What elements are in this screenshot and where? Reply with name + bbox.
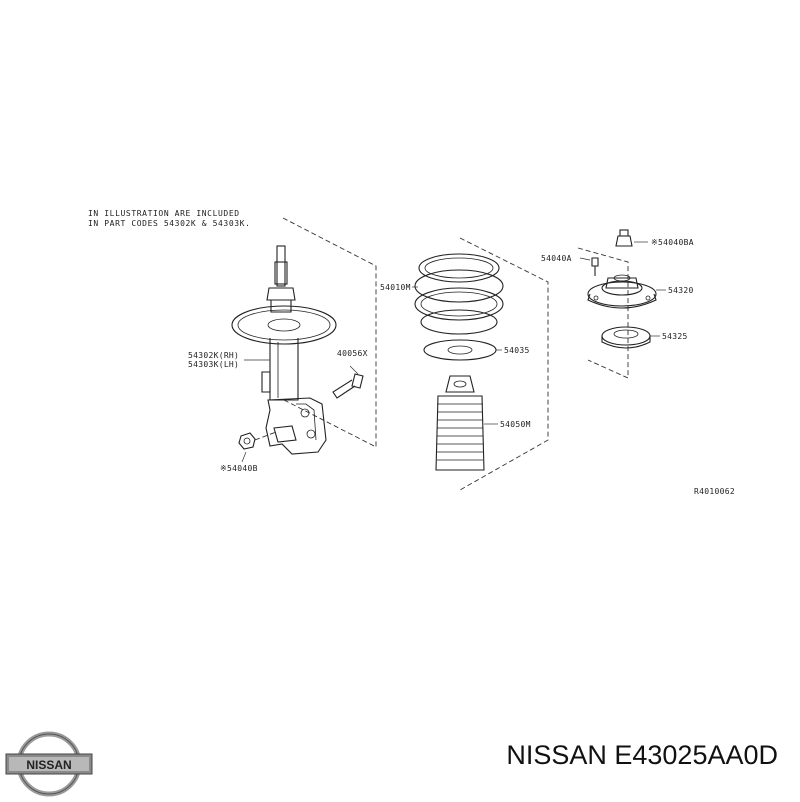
bumper-54050m — [435, 375, 498, 471]
label-40056x: 40056X — [337, 349, 368, 358]
label-54040ba: ※54040BA — [651, 238, 694, 247]
label-54010m: 54010M — [380, 283, 411, 292]
diagram-note-line-1: IN ILLUSTRATION ARE INCLUDED — [88, 209, 240, 218]
diagram-ref-code: R4010062 — [694, 487, 735, 496]
label-54040a: 54040A — [541, 254, 572, 263]
coil-spring-54010m — [412, 253, 504, 335]
mount-54320 — [587, 274, 666, 309]
dashed-guide-lines — [282, 217, 629, 491]
nissan-logo-icon: NISSAN — [5, 731, 93, 797]
mount-bolt-54040a — [579, 257, 599, 276]
bearing-54325 — [601, 326, 660, 349]
diagram-note-line-2: IN PART CODES 54302K & 54303K. — [88, 219, 251, 228]
label-54040b: ※54040B — [220, 464, 258, 473]
seat-54035 — [423, 339, 502, 361]
part-number-title: NISSAN E43025AA0D — [506, 740, 778, 770]
label-54302k: 54302K(RH) — [188, 351, 239, 360]
nut-54040b — [238, 431, 277, 463]
bolt-40056x — [332, 365, 364, 399]
mount-nut-54040ba — [615, 229, 648, 247]
label-54325: 54325 — [662, 332, 688, 341]
label-54035: 54035 — [504, 346, 530, 355]
label-54050m: 54050M — [500, 420, 531, 429]
label-54320: 54320 — [668, 286, 694, 295]
strut-assembly — [231, 245, 337, 455]
label-54303k: 54303K(LH) — [188, 360, 239, 369]
logo-text: NISSAN — [26, 758, 71, 772]
